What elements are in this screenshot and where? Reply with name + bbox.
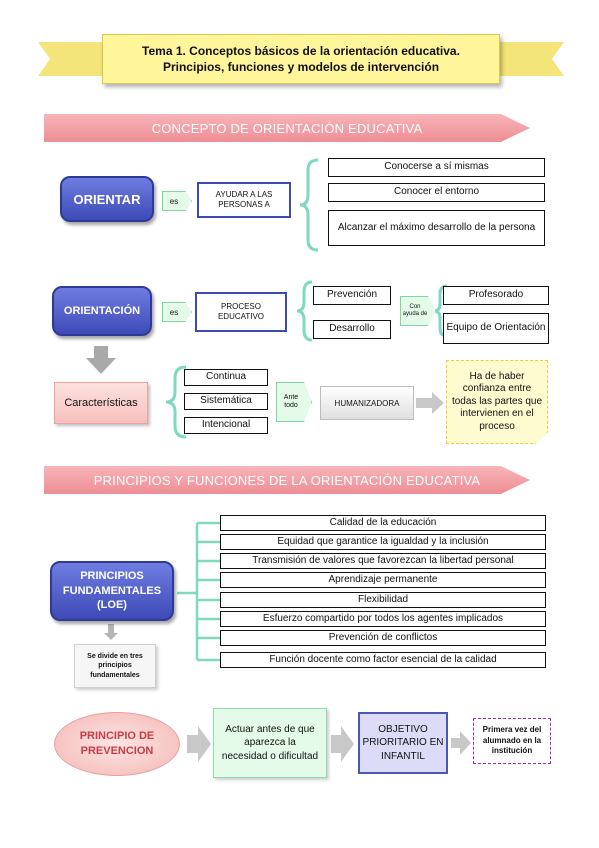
banner-concepto: CONCEPTO DE ORIENTACIÓN EDUCATIVA — [44, 114, 530, 142]
tree-lines-principios — [177, 521, 220, 662]
ayudar-label: AYUDAR A LAS PERSONAS A — [215, 190, 273, 209]
principio-prevencion-label: PRINCIPIO DE PREVENCION — [79, 730, 155, 757]
s4-item-2-text: Transmisión de valores que favorezcan la… — [252, 554, 514, 566]
ayudar-box: AYUDAR A LAS PERSONAS A — [197, 182, 291, 218]
con-ayuda-label: Con ayuda de — [402, 304, 428, 317]
es-label-2: es — [169, 307, 179, 317]
prevencion-label: Prevención — [326, 289, 378, 301]
title-line1: Tema 1. Conceptos básicos de la orientac… — [142, 43, 460, 58]
objetivo-box: OBJETIVO PRIORITARIO EN INFANTIL — [358, 712, 448, 774]
con-ayuda-arrow: Con ayuda de — [400, 296, 436, 326]
orientacion-label: ORIENTACIÓN — [63, 305, 141, 317]
s4-item-2: Transmisión de valores que favorezcan la… — [220, 553, 546, 569]
s4-item-4-text: Flexibilidad — [357, 593, 409, 605]
title-line2: Principios, funciones y modelos de inter… — [162, 60, 440, 74]
principio-prevencion-oval: PRINCIPIO DE PREVENCION — [54, 712, 180, 776]
banner-principios-text: PRINCIPIOS Y FUNCIONES DE LA ORIENTACIÓN… — [93, 472, 481, 488]
es-label-1: es — [169, 196, 179, 206]
right-arrow-prevencion — [187, 726, 211, 762]
equipo-label: Equipo de Orientación — [446, 322, 546, 334]
proceso-box: PROCESO EDUCATIVO — [195, 292, 287, 332]
orientar-label: ORIENTAR — [73, 191, 141, 207]
caracteristicas-box: Características — [54, 382, 148, 424]
actuar-label: Actuar antes de que aparezca la necesida… — [221, 723, 319, 762]
down-arrow-orientacion — [86, 346, 116, 374]
s1-item-1-text: Conocer el entorno — [393, 186, 480, 198]
s4-item-6-text: Prevención de conflictos — [328, 631, 438, 643]
s3-item-2: Intencional — [184, 417, 268, 434]
humanizadora-label: HUMANIZADORA — [334, 398, 400, 408]
bracket-section2-left — [296, 280, 313, 342]
principios-node: PRINCIPIOS FUNDAMENTALES (LOE) — [50, 561, 174, 621]
right-arrow-humanizadora — [416, 392, 444, 414]
se-divide-text: Se divide en tres principios fundamental… — [87, 653, 143, 679]
es-arrow-1: es — [162, 191, 192, 211]
banner-principios: PRINCIPIOS Y FUNCIONES DE LA ORIENTACIÓN… — [44, 466, 530, 494]
ante-todo-arrow: Ante todo — [276, 382, 312, 422]
s4-item-1-text: Equidad que garantice la igualdad y la i… — [277, 535, 489, 547]
s4-item-0-text: Calidad de la educación — [329, 516, 437, 528]
s4-item-7: Función docente como factor esencial de … — [220, 652, 546, 668]
s3-item-2-text: Intencional — [201, 419, 251, 431]
s4-item-6: Prevención de conflictos — [220, 630, 546, 646]
s4-item-1: Equidad que garantice la igualdad y la i… — [220, 534, 546, 550]
profesorado-box: Profesorado — [443, 286, 549, 305]
se-divide-box: Se divide en tres principios fundamental… — [74, 644, 156, 688]
s4-item-0: Calidad de la educación — [220, 515, 546, 531]
equipo-box: Equipo de Orientación — [443, 313, 549, 344]
right-arrow-objetivo — [451, 731, 471, 755]
s3-item-0-text: Continua — [205, 371, 247, 383]
down-arrow-principios — [104, 624, 118, 640]
s1-item-2: Alcanzar el máximo desarrollo de la pers… — [328, 210, 545, 246]
s1-item-0-text: Conocerse a sí mismas — [384, 161, 489, 173]
s1-item-1: Conocer el entorno — [328, 183, 545, 202]
desarrollo-box: Desarrollo — [313, 320, 391, 339]
primera-vez-label: Primera vez del alumnado en la instituci… — [482, 724, 542, 756]
actuar-box: Actuar antes de que aparezca la necesida… — [213, 708, 327, 778]
ante-todo-label: Ante todo — [283, 393, 299, 409]
right-arrow-actuar — [331, 726, 354, 762]
s1-item-0: Conocerse a sí mismas — [328, 158, 545, 177]
s4-item-7-text: Función docente como factor esencial de … — [269, 653, 497, 665]
caracteristicas-label: Características — [64, 397, 138, 409]
orientar-node: ORIENTAR — [60, 176, 154, 222]
primera-vez-box: Primera vez del alumnado en la instituci… — [473, 718, 551, 764]
confianza-note-text: Ha de haber confianza entre todas las pa… — [451, 370, 543, 432]
proceso-label: PROCESO EDUCATIVO — [217, 302, 265, 321]
s1-item-2-text: Alcanzar el máximo desarrollo de la pers… — [337, 221, 536, 233]
confianza-note: Ha de haber confianza entre todas las pa… — [446, 360, 548, 444]
s4-item-5: Esfuerzo compartido por todos los agente… — [220, 611, 546, 627]
s4-item-4: Flexibilidad — [220, 592, 546, 608]
objetivo-label: OBJETIVO PRIORITARIO EN INFANTIL — [362, 723, 444, 762]
s3-item-0: Continua — [184, 369, 268, 386]
profesorado-label: Profesorado — [468, 289, 524, 301]
banner-concepto-text: CONCEPTO DE ORIENTACIÓN EDUCATIVA — [151, 120, 423, 136]
principios-label: PRINCIPIOS FUNDAMENTALES (LOE) — [62, 569, 162, 612]
es-arrow-2: es — [162, 302, 192, 322]
s3-item-1-text: Sistemática — [200, 395, 252, 407]
s4-item-5-text: Esfuerzo compartido por todos los agente… — [262, 612, 504, 624]
s3-item-1: Sistemática — [184, 393, 268, 410]
orientacion-node: ORIENTACIÓN — [52, 286, 152, 336]
bracket-section1 — [299, 158, 319, 252]
humanizadora-box: HUMANIZADORA — [320, 386, 414, 420]
desarrollo-label: Desarrollo — [329, 323, 375, 335]
prevencion-box: Prevención — [313, 286, 391, 305]
bracket-section3 — [165, 365, 187, 439]
s4-item-3-text: Aprendizaje permanente — [328, 573, 438, 585]
s4-item-3: Aprendizaje permanente — [220, 572, 546, 588]
title-scroll: Tema 1. Conceptos básicos de la orientac… — [38, 34, 564, 92]
